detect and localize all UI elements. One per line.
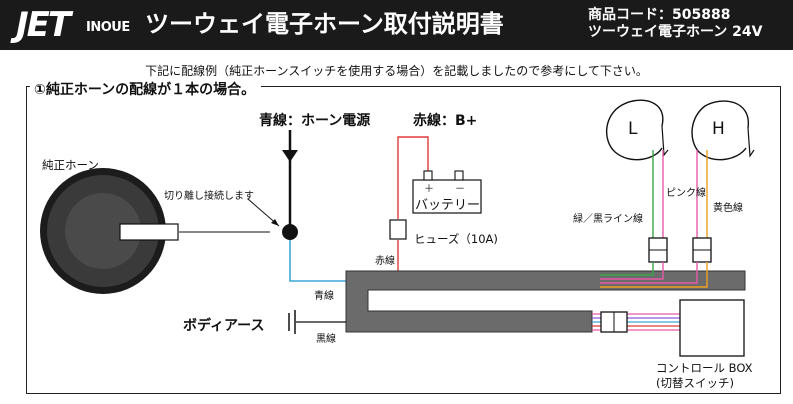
black-wire-label: 黒線 <box>316 334 336 345</box>
yellow-wire-label: 黄色線 <box>713 203 743 214</box>
horn-l-icon <box>606 99 669 161</box>
document-title: ツーウェイ電子ホーン取付説明書 <box>145 10 504 38</box>
control-box-label: コントロール BOX <box>656 361 753 375</box>
horn-l-label: L <box>628 119 638 139</box>
product-name-line: ツーウェイ電子ホーン 24V <box>588 24 763 40</box>
pink-wire-label: ピンク線 <box>666 188 706 199</box>
horn-h-label: H <box>712 119 725 139</box>
header-bar: JET INOUE ツーウェイ電子ホーン取付説明書 商品コード：505888 ツ… <box>0 0 793 50</box>
intro-text: 下記に配線例（純正ホーンスイッチを使用する場合）を記載しましたので参考にして下さ… <box>145 64 648 78</box>
arrow-down-icon <box>282 150 298 162</box>
yellow-wire-harness <box>600 262 708 288</box>
cut-connect-label: 切り離し接続します <box>164 191 254 202</box>
control-box-sublabel: (切替スイッチ) <box>656 376 734 390</box>
connector-icon <box>600 311 628 333</box>
horn-speaker-icon <box>40 168 179 294</box>
battery-plus-label: ＋ <box>424 184 434 195</box>
connector-icon <box>648 237 668 263</box>
red-wire-label: 赤線 <box>375 256 395 267</box>
body-earth-label: ボディアース <box>183 318 265 334</box>
brand-logo: JET <box>16 5 71 45</box>
horn-h-icon <box>691 100 755 161</box>
fuse-label: ヒューズ（10A) <box>414 232 498 246</box>
cut-pointer-arrowhead <box>271 219 279 226</box>
red-wire-top <box>397 136 429 219</box>
red-wire-bplus-label: 赤線：B+ <box>413 113 478 129</box>
control-box-icon <box>679 299 745 357</box>
pink-wire-harness-l <box>600 262 664 280</box>
green-black-wire-label: 緑／黒ライン線 <box>573 214 643 225</box>
section-title: ①純正ホーンの配線が１本の場合。 <box>30 80 262 100</box>
product-code-line: 商品コード：505888 <box>588 7 731 23</box>
pink-wire-harness-h <box>600 262 698 284</box>
blue-wire-power-label: 青線：ホーン電源 <box>259 113 371 129</box>
blue-wire-label: 青線 <box>314 291 334 302</box>
fuse-icon <box>389 219 407 240</box>
connector-icon <box>692 237 712 263</box>
brand-logo-sub: INOUE <box>86 20 130 35</box>
green-wire-harness <box>600 262 654 276</box>
wire-harness <box>345 270 746 333</box>
oem-horn-label: 純正ホーン <box>42 158 99 172</box>
wiring-diagram-frame <box>26 86 781 394</box>
battery-label: バッテリー <box>415 198 481 213</box>
blue-wire <box>289 240 346 282</box>
battery-minus-label: － <box>455 184 465 195</box>
ground-icon <box>288 310 296 334</box>
product-code: 商品コード：505888 ツーウェイ電子ホーン 24V <box>588 7 763 41</box>
battery-icon <box>412 170 482 214</box>
connection-point <box>282 224 298 240</box>
